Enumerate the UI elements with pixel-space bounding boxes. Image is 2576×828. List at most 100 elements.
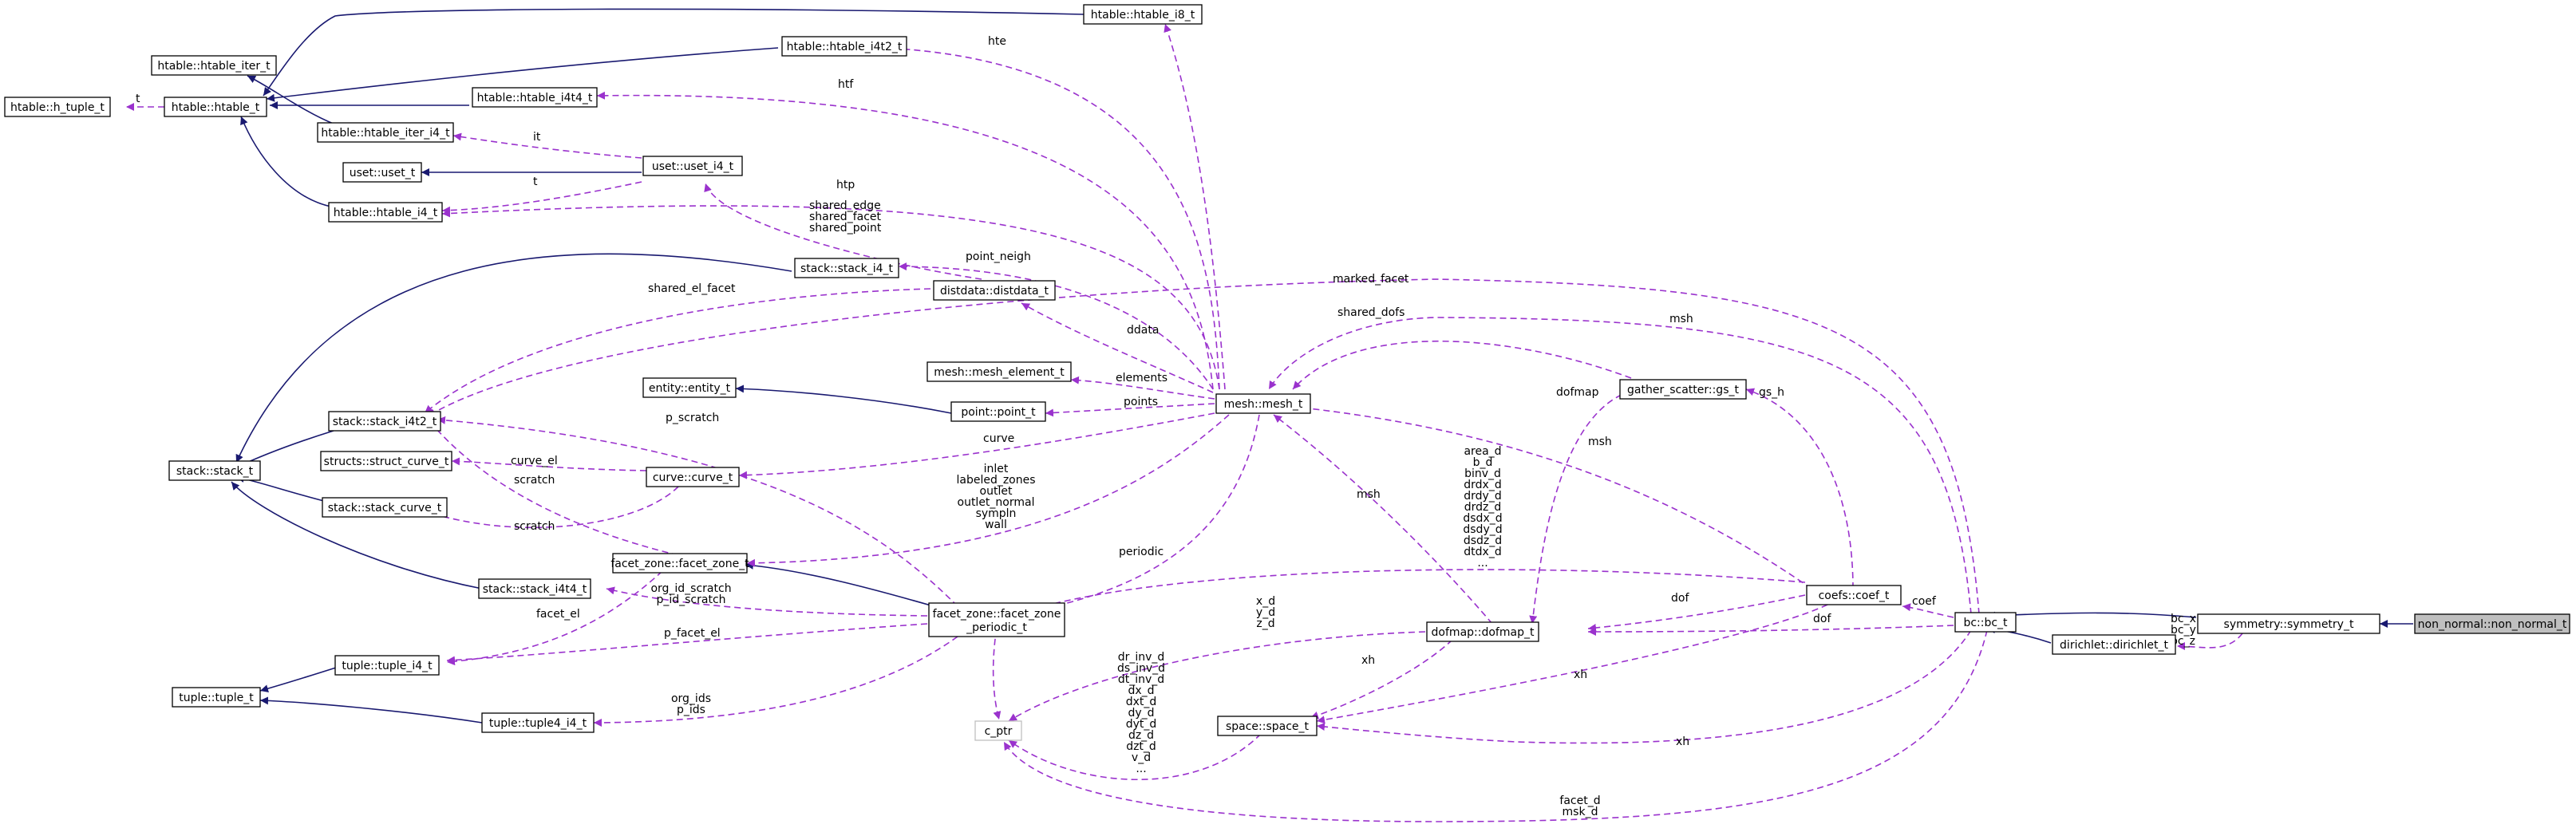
node-entity[interactable]: entity::entity_t: [642, 377, 737, 398]
label-bc-xyz-line: bc_y: [2171, 624, 2196, 637]
label-marked-facet: marked_facet: [1333, 273, 1409, 286]
label-space-array-line: dxt_d: [1126, 696, 1157, 708]
label-p-facet-el: p_facet_el: [664, 627, 721, 640]
node-non-normal[interactable]: non_normal::non_normal_t: [2414, 613, 2570, 634]
node-htable-iter-i4[interactable]: htable::htable_iter_i4_t: [317, 122, 454, 143]
label-msh-dofmap: msh: [1357, 488, 1381, 501]
edge-stack_i4-stack: [235, 253, 792, 463]
label-zone-line: outlet: [980, 485, 1013, 498]
label-zone-line: labeled_zones: [956, 474, 1035, 487]
label-hte: hte: [988, 35, 1006, 48]
edge-mesh-distdata: [1021, 302, 1214, 393]
label-p-scratch: p_scratch: [666, 412, 719, 424]
label-gs-h: gs_h: [1759, 386, 1784, 399]
node-label: mesh::mesh_t: [1224, 398, 1303, 411]
edge-facet_zone-stack_i4t2: [430, 422, 679, 556]
label-elements: elements: [1116, 372, 1167, 384]
edge-bc-coef: [1902, 603, 1954, 618]
label-xyz-line: z_d: [1256, 617, 1274, 630]
edge-dofmap-space: [1310, 639, 1453, 720]
node-tuple[interactable]: tuple::tuple_t: [172, 687, 261, 708]
label-dof-arrays: area_d b_d binv_d drdx_d drdy_d drdz_d d…: [1463, 445, 1502, 570]
label-periodic: periodic: [1119, 546, 1164, 558]
node-stack[interactable]: stack::stack_t: [168, 460, 261, 481]
node-label: facet_zone::facet_zone_t: [610, 558, 749, 570]
label-zone-line: inlet: [984, 463, 1009, 475]
edge-labels: t hte htf it t htp shared_edge shared_fa…: [136, 35, 2196, 818]
node-htable[interactable]: htable::htable_t: [164, 97, 267, 117]
node-stack-curve[interactable]: stack::stack_curve_t: [322, 497, 448, 518]
node-c-ptr[interactable]: c_ptr: [974, 720, 1022, 741]
node-uset-i4[interactable]: uset::uset_i4_t: [642, 156, 743, 176]
node-label: htable::htable_iter_i4_t: [321, 127, 450, 140]
label-dofmap: dofmap: [1556, 386, 1599, 399]
node-label: bc::bc_t: [1963, 617, 2008, 629]
node-tuple-i4[interactable]: tuple::tuple_i4_t: [334, 655, 440, 676]
node-tuple4-i4[interactable]: tuple::tuple4_i4_t: [481, 712, 595, 733]
node-htable-i4t2[interactable]: htable::htable_i4t2_t: [781, 36, 907, 57]
label-facet-el: facet_el: [536, 608, 580, 621]
edge-tuple4_i4-tuple: [259, 696, 483, 724]
node-label: distdata::distdata_t: [940, 285, 1049, 298]
label-bc-xyz: bc_x bc_y bc_z: [2171, 613, 2196, 648]
node-space[interactable]: space::space_t: [1217, 716, 1318, 736]
node-gs[interactable]: gather_scatter::gs_t: [1619, 379, 1747, 400]
node-symmetry[interactable]: symmetry::symmetry_t: [2197, 613, 2380, 634]
label-dof-array-line: dsdx_d: [1463, 512, 1502, 525]
node-facet-zone[interactable]: facet_zone::facet_zone_t: [610, 553, 749, 574]
node-dirichlet[interactable]: dirichlet::dirichlet_t: [2052, 634, 2176, 655]
edge-dofmap-mesh: [1273, 414, 1493, 625]
edge-bc-c_ptr: [1003, 629, 1988, 822]
edge-coef-gs: [1745, 388, 1854, 589]
label-space-array-line: dz_d: [1128, 729, 1154, 742]
node-htable-i8[interactable]: htable::htable_i8_t: [1083, 4, 1203, 25]
node-facet-zone-periodic[interactable]: facet_zone::facet_zone _periodic_t: [928, 602, 1065, 637]
label-bc-xyz-line: bc_z: [2171, 635, 2195, 648]
node-dofmap[interactable]: dofmap::dofmap_t: [1426, 621, 1539, 642]
label-htp: htp: [836, 179, 855, 191]
node-coef[interactable]: coefs::coef_t: [1806, 585, 1902, 605]
edge-curve-struct_curve: [451, 457, 647, 471]
label-p-ids: p_ids: [677, 704, 705, 716]
node-htable-iter[interactable]: htable::htable_iter_t: [151, 55, 277, 76]
label-t: t: [136, 93, 140, 105]
node-label: space::space_t: [1226, 720, 1310, 733]
node-uset[interactable]: uset::uset_t: [342, 162, 422, 183]
label-xh1: xh: [1361, 654, 1375, 667]
edge-symmetry-dirichlet: [2176, 633, 2243, 651]
node-stack-i4t4[interactable]: stack::stack_i4t4_t: [478, 578, 591, 599]
node-htable-i4[interactable]: htable::htable_i4_t: [328, 202, 443, 223]
edge-uset_i4-htable_i4: [441, 181, 642, 215]
edge-mesh-point: [1045, 403, 1215, 417]
edge-bc-mesh: [1268, 317, 1972, 615]
node-label: tuple::tuple4_i4_t: [489, 717, 587, 730]
label-dof-array-line: dsdz_d: [1464, 534, 1502, 547]
edge-uset_i4-htable_iter_i4: [452, 132, 642, 159]
node-mesh-element[interactable]: mesh::mesh_element_t: [926, 361, 1072, 382]
edge-distdata-stack_i4t2: [424, 288, 931, 414]
node-stack-i4t2[interactable]: stack::stack_i4t2_t: [328, 411, 441, 432]
node-point[interactable]: point::point_t: [950, 401, 1046, 422]
node-mesh[interactable]: mesh::mesh_t: [1215, 393, 1311, 414]
edge-mesh-facet_zone: [746, 414, 1230, 567]
node-htable-i4t4[interactable]: htable::htable_i4t4_t: [472, 87, 598, 108]
label-point-neigh: point_neigh: [966, 250, 1031, 263]
edge-gs-dofmap: [1529, 390, 1632, 625]
node-label: mesh::mesh_element_t: [934, 366, 1065, 379]
edge-mesh-periodic: [1022, 414, 1260, 616]
edge-periodic-stack_i4t2: [437, 416, 958, 607]
node-curve[interactable]: curve::curve_t: [646, 467, 740, 487]
node-bc[interactable]: bc::bc_t: [1954, 612, 2017, 633]
edge-dofmap-c_ptr: [1008, 631, 1426, 722]
label-curve: curve: [983, 432, 1014, 445]
node-label: uset::uset_t: [350, 167, 416, 179]
node-struct-curve[interactable]: structs::struct_curve_t: [320, 451, 452, 471]
label-dof-array-line: binv_d: [1464, 467, 1501, 480]
node-h-tuple[interactable]: htable::h_tuple_t: [4, 97, 111, 117]
label-space-array-line: ds_inv_d: [1117, 662, 1165, 675]
node-distdata[interactable]: distdata::distdata_t: [933, 280, 1056, 301]
node-stack-i4[interactable]: stack::stack_i4_t: [794, 258, 899, 278]
edge-space-c_ptr: [1008, 733, 1262, 781]
edge-gs-mesh-shared_dofs: [1292, 340, 1632, 390]
